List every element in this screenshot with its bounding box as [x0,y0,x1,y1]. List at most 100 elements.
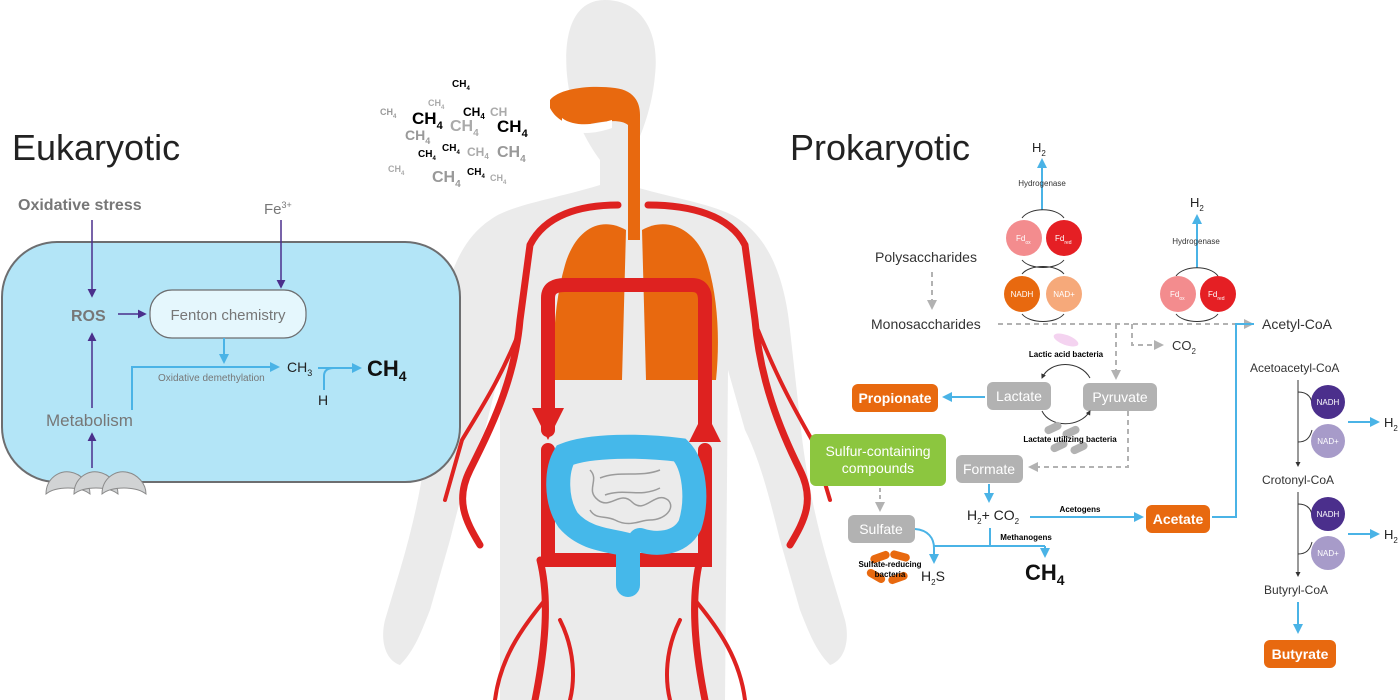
nadh-cycle-arc-1 [1297,391,1313,443]
acetoacetyl-coa-label: Acetoacetyl-CoA [1250,361,1339,375]
ch4-molecule: CH4 [388,164,405,177]
ch4-product-label: CH4 [367,356,407,384]
pyruvate-to-formate-arrow [1028,411,1129,472]
acetyl-coa-label: Acetyl-CoA [1262,316,1333,332]
ch4-molecule: CH4 [442,143,460,156]
mouth-cavity [562,118,612,133]
h2-product-1: H2 [1032,140,1046,158]
lactate-label: Lactate [996,388,1042,404]
ch4-molecule: CH4 [405,127,430,146]
propionate-label: Propionate [858,390,931,406]
formate-label: Formate [963,461,1015,477]
co2-branch-arrow [1131,324,1164,350]
fd-ox-label-2: Fdox [1170,290,1185,302]
acetate-label: Acetate [1153,511,1204,527]
sulfate-reducing-bacteria-label-line2: bacteria [875,570,906,579]
ch4-molecule: CH4 [428,98,445,111]
ch4-molecule: CH4 [497,117,529,140]
eukaryotic-title: Eukaryotic [12,127,180,168]
lactate-box [987,382,1051,410]
fe3-label: Fe3+ [264,200,292,218]
fd-red-circle-1 [1046,220,1082,256]
ch4-molecule: CH4 [450,118,479,139]
acetogens-label: Acetogens [1060,505,1101,514]
respiratory-tract [550,86,718,380]
nadh-label-2: NADH [1317,398,1340,407]
cell-receptors [45,471,147,496]
cell [1,241,461,483]
sulfur-compounds-box [810,434,946,486]
lactate-to-pyruvate-arc [1041,410,1091,425]
ch4-molecule: CH4 [490,173,507,186]
co2-label: CO2 [1172,338,1197,356]
lactic-acid-bacterium [1053,333,1079,347]
downward-flow-arrowhead [532,408,564,440]
acetate-to-acetyl-coa-arrow [1212,323,1254,518]
ch4-molecule: CH4 [432,169,461,190]
nasal-cavity [550,86,640,200]
lactic-acid-bacteria-label: Lactic acid bacteria [1029,350,1104,359]
acetate-box [1146,505,1210,533]
nad-plus-circle-2 [1311,424,1345,458]
blood-vessels [443,201,832,700]
fd-ox-circle-2 [1160,276,1196,312]
trachea [628,180,640,240]
left-lung [553,224,626,380]
nad-plus-circle-3 [1311,536,1345,570]
ros-label: ROS [71,308,106,325]
hydrogenase-label-1: Hydrogenase [1018,179,1066,188]
pyruvate-label: Pyruvate [1092,389,1147,405]
fd-cycle-arc-1b [1021,259,1065,268]
ch4-molecule: CH4 [467,167,485,180]
ch4-molecule: CH4 [452,79,470,92]
h-join-arrow [323,367,335,390]
formate-box [956,455,1023,483]
nadh-label-3: NADH [1317,510,1340,519]
propionate-box [852,384,938,412]
monosaccharides-label: Monosaccharides [871,316,981,332]
metabolism-to-ch3-arrow [131,362,280,410]
ch4-final-label: CH4 [1025,560,1065,588]
ch4-molecule: CH4 [380,107,397,120]
ch4-molecule: CH4 [412,109,444,132]
colon [546,434,707,597]
butyryl-coa-label: Butyryl-CoA [1264,583,1328,597]
nadh-label-1: NADH [1011,290,1034,299]
fenton-chemistry-label: Fenton chemistry [170,307,286,324]
fd-cycle-arc-2b [1175,313,1219,322]
pyruvate-to-lactate-arc [1041,364,1091,379]
metabolism-label: Metabolism [46,411,133,430]
h2-co2-label: H2+ CO2 [967,507,1020,526]
nad-plus-label-3: NAD+ [1317,549,1339,558]
fd-cycle-arc-2 [1175,267,1219,277]
butyrate-box [1264,640,1336,668]
h2-product-4: H2 [1384,527,1398,545]
nadh-circle-2 [1311,385,1345,419]
h2-product-3: H2 [1384,415,1398,433]
lactate-utilizing-bacteria-icon [1044,421,1088,455]
lactate-utilizing-bacteria-label: Lactate utilizing bacteria [1023,435,1117,444]
ch4-molecule: CH4 [497,144,526,165]
fd-ox-circle-1 [1006,220,1042,256]
fd-cycle-arc-1 [1021,209,1065,219]
ch4-molecule: CH4 [467,145,489,161]
eukaryotic-panel: Eukaryotic Oxidative stress Fe3+ ROS Fen… [1,127,461,496]
nad-plus-label-2: NAD+ [1317,437,1339,446]
h2-product-2: H2 [1190,195,1204,213]
fd-red-circle-2 [1200,276,1236,312]
sulfate-reducing-bacteria-icon [866,550,910,585]
nad-plus-circle-1 [1046,276,1082,312]
nadh-circle-3 [1311,497,1345,531]
fd-red-label-1: Fdred [1055,234,1072,246]
polysaccharides-label: Polysaccharides [875,249,977,265]
sulfate-box [848,515,915,543]
methanogens-label: Methanogens [1000,533,1052,542]
small-intestine [589,469,672,525]
oxidative-demethylation-label: Oxidative demethylation [158,373,265,384]
crotonyl-coa-label: Crotonyl-CoA [1262,473,1334,487]
ch3-label: CH3 [287,359,312,378]
fenton-chemistry-box [149,289,307,339]
fd-ox-label-1: Fdox [1016,234,1031,246]
sulfate-reducing-bacteria-label-line1: Sulfate-reducing [858,560,921,569]
fd-red-label-2: Fdred [1208,290,1225,302]
